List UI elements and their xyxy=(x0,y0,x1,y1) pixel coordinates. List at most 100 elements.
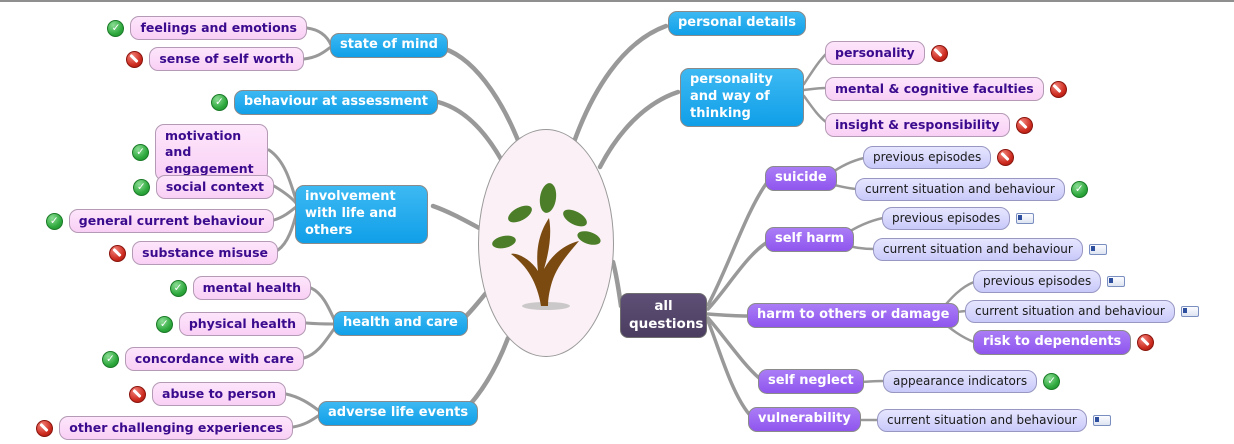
node-mental-cognitive-faculties[interactable]: mental & cognitive faculties xyxy=(825,77,1067,102)
leaf-label[interactable]: physical health xyxy=(178,312,306,337)
check-circle-icon xyxy=(155,315,173,333)
node-mental-health[interactable]: mental health xyxy=(169,276,311,301)
edge-self-harm xyxy=(706,241,768,311)
no-entry-icon xyxy=(930,44,948,62)
node-personality[interactable]: personality xyxy=(825,41,948,66)
leaf-label[interactable]: social context xyxy=(155,175,274,200)
edge-concordance xyxy=(302,327,336,360)
node-suicide[interactable]: suicide xyxy=(765,166,837,191)
leaf-label[interactable]: motivation and engagement xyxy=(155,124,268,181)
edge-behaviour-at-assessment xyxy=(435,99,505,164)
no-entry-icon xyxy=(129,385,147,403)
edge-self-neglect xyxy=(706,316,761,380)
edge-state-of-mind xyxy=(435,44,524,151)
leaf-label[interactable]: risk to dependents xyxy=(973,330,1132,355)
leaf-label[interactable]: abuse to person xyxy=(152,382,286,407)
leaf-label[interactable]: previous episodes xyxy=(863,146,992,169)
leaf-label[interactable]: mental & cognitive faculties xyxy=(825,77,1044,102)
node-physical-health[interactable]: physical health xyxy=(155,312,306,337)
no-entry-icon xyxy=(1015,116,1033,134)
node-health-and-care[interactable]: health and care xyxy=(333,311,468,336)
node-involvement-with-life-and-others[interactable]: involvement with life and others xyxy=(295,185,428,244)
node-vulnerability-current-situation[interactable]: current situation and behaviour xyxy=(877,409,1111,432)
node-self-neglect[interactable]: self neglect xyxy=(758,369,864,394)
edge-suicide xyxy=(706,182,768,307)
branch-label[interactable]: behaviour at assessment xyxy=(233,90,438,115)
node-other-challenging-experiences[interactable]: other challenging experiences xyxy=(36,416,293,441)
check-circle-icon xyxy=(107,19,125,37)
leaf-label[interactable]: sense of self worth xyxy=(149,47,304,72)
node-personal-details[interactable]: personal details xyxy=(668,11,806,36)
edge-insight xyxy=(802,94,828,124)
leaf-label[interactable]: current situation and behaviour xyxy=(855,178,1065,201)
edge-personality xyxy=(597,89,681,170)
leaf-label[interactable]: feelings and emotions xyxy=(130,16,307,41)
no-entry-icon xyxy=(126,50,144,68)
node-selfharm-current-situation[interactable]: current situation and behaviour xyxy=(873,238,1107,261)
leaf-label[interactable]: appearance indicators xyxy=(883,370,1038,393)
leaf-label[interactable]: previous episodes xyxy=(973,270,1102,293)
node-sense-of-self-worth[interactable]: sense of self worth xyxy=(126,47,304,72)
edge-motivation xyxy=(267,148,298,202)
edge-harm-to-others xyxy=(706,312,750,318)
node-feelings-and-emotions[interactable]: feelings and emotions xyxy=(107,16,307,41)
progress-bar-icon xyxy=(1107,275,1126,287)
root-node[interactable] xyxy=(478,129,614,357)
leaf-label[interactable]: mental health xyxy=(192,276,311,301)
edge-feelings xyxy=(305,26,333,47)
node-harm-to-others-or-damage[interactable]: harm to others or damage xyxy=(747,303,960,328)
leaf-label[interactable]: current situation and behaviour xyxy=(873,238,1083,261)
node-insight-responsibility[interactable]: insight & responsibility xyxy=(825,113,1033,138)
leaf-label[interactable]: substance misuse xyxy=(132,241,278,266)
edge-self-worth xyxy=(302,45,333,61)
node-abuse-to-person[interactable]: abuse to person xyxy=(129,382,286,407)
leaf-label[interactable]: current situation and behaviour xyxy=(965,300,1175,323)
leaf-label[interactable]: concordance with care xyxy=(124,347,304,372)
node-motivation-and-engagement[interactable]: motivation and engagement xyxy=(132,124,268,181)
edge-social-context xyxy=(272,184,298,205)
edge-involvement xyxy=(430,203,484,232)
node-suicide-current-situation[interactable]: current situation and behaviour xyxy=(855,178,1088,201)
node-general-current-behaviour[interactable]: general current behaviour xyxy=(45,209,274,234)
tree-icon xyxy=(492,183,601,310)
node-suicide-previous-episodes[interactable]: previous episodes xyxy=(863,146,1015,169)
check-circle-icon xyxy=(210,93,228,111)
leaf-label[interactable]: general current behaviour xyxy=(68,209,274,234)
edge-other-experiences xyxy=(291,414,320,429)
check-circle-icon xyxy=(101,350,119,368)
leaf-label[interactable]: insight & responsibility xyxy=(825,113,1010,138)
node-vulnerability[interactable]: vulnerability xyxy=(748,407,861,432)
edge-personal-details xyxy=(571,23,669,145)
no-entry-icon xyxy=(36,419,54,437)
node-concordance-with-care[interactable]: concordance with care xyxy=(101,347,304,372)
leaf-label[interactable]: previous episodes xyxy=(882,207,1011,230)
no-entry-icon xyxy=(997,148,1015,166)
progress-bar-icon xyxy=(1092,414,1111,426)
node-self-harm[interactable]: self harm xyxy=(765,227,855,252)
node-substance-misuse[interactable]: substance misuse xyxy=(109,241,278,266)
node-harm-previous-episodes[interactable]: previous episodes xyxy=(973,270,1126,293)
progress-bar-icon xyxy=(1088,243,1107,255)
node-risk-to-dependents[interactable]: risk to dependents xyxy=(973,330,1155,355)
node-adverse-life-events[interactable]: adverse life events xyxy=(318,401,479,426)
node-behaviour-at-assessment[interactable]: behaviour at assessment xyxy=(210,90,438,115)
node-harm-current-situation[interactable]: current situation and behaviour xyxy=(965,300,1199,323)
node-state-of-mind[interactable]: state of mind xyxy=(330,33,448,58)
progress-bar-icon xyxy=(1016,212,1035,224)
check-circle-icon xyxy=(1043,372,1061,390)
edge-physical-health xyxy=(304,321,335,326)
progress-bar-icon xyxy=(1180,305,1199,317)
node-all-questions[interactable]: all questions xyxy=(620,293,707,339)
check-circle-icon xyxy=(132,143,149,161)
check-circle-icon xyxy=(1070,180,1088,198)
leaf-label[interactable]: current situation and behaviour xyxy=(877,409,1087,432)
node-social-context[interactable]: social context xyxy=(132,175,274,200)
node-selfharm-previous-episodes[interactable]: previous episodes xyxy=(882,207,1035,230)
edge-mental-health xyxy=(309,286,336,321)
leaf-label[interactable]: personality xyxy=(825,41,925,66)
node-personality-and-way-of-thinking[interactable]: personality and way of thinking xyxy=(680,68,804,127)
leaf-label[interactable]: other challenging experiences xyxy=(59,416,293,441)
node-appearance-indicators[interactable]: appearance indicators xyxy=(883,370,1061,393)
window-top-border xyxy=(0,0,1234,2)
